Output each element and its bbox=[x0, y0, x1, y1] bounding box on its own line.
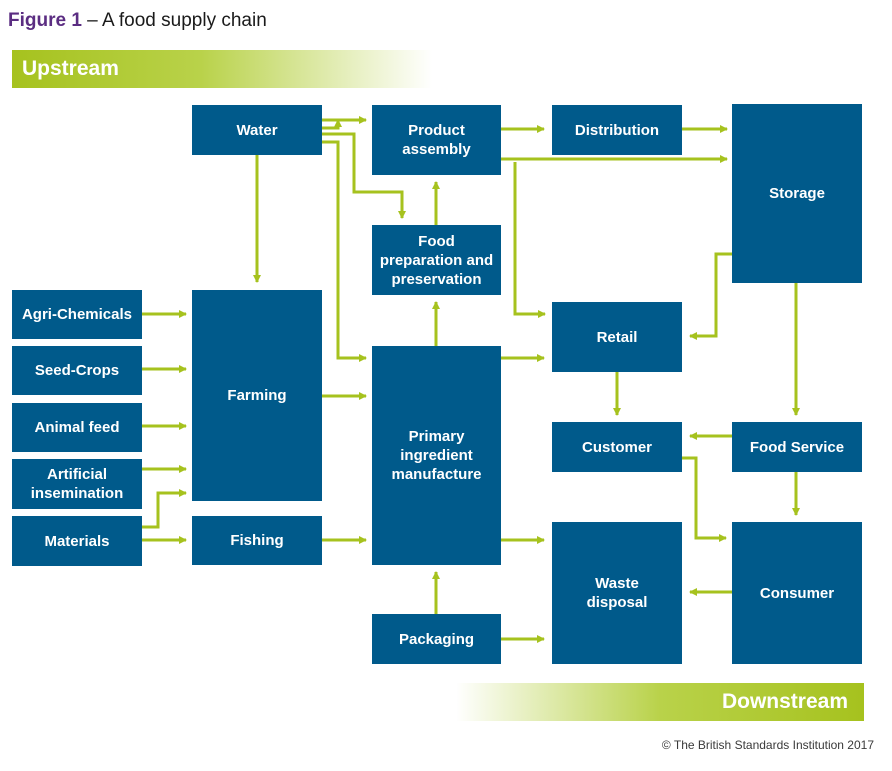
node-fishing-label: Fishing bbox=[230, 532, 284, 549]
node-water-label: Water bbox=[236, 121, 278, 139]
arrow-customer-to-consumer bbox=[682, 456, 727, 542]
arrow-water-to-assembly-2 bbox=[322, 119, 342, 130]
arrow-water-to-prep bbox=[322, 132, 406, 219]
node-distribution-label: Distribution bbox=[574, 121, 660, 139]
node-farming: Farming bbox=[192, 290, 322, 501]
node-product-assembly: Product assembly bbox=[372, 105, 501, 175]
node-retail-label: Retail bbox=[596, 328, 638, 346]
figure-caption: A food supply chain bbox=[101, 10, 267, 31]
figure-separator: – bbox=[81, 10, 102, 31]
node-farming-label: Farming bbox=[227, 387, 287, 404]
node-waste-disposal-label: Waste disposal bbox=[586, 575, 648, 611]
node-customer: Customer bbox=[552, 422, 682, 472]
node-agri-chemicals: Agri-Chemicals bbox=[12, 290, 142, 339]
node-seed-crops: Seed-Crops bbox=[12, 346, 142, 395]
node-retail: Retail bbox=[552, 302, 682, 372]
node-materials: Materials bbox=[12, 516, 142, 566]
node-materials-label: Materials bbox=[44, 532, 110, 550]
arrow-water-to-primary bbox=[322, 140, 367, 362]
downstream-band: Downstream bbox=[456, 683, 864, 721]
node-waste-disposal: Waste disposal bbox=[552, 522, 682, 664]
node-water: Water bbox=[192, 105, 322, 155]
arrow-storage-to-retail bbox=[689, 252, 732, 340]
node-consumer-label: Consumer bbox=[759, 584, 835, 602]
node-animal-feed: Animal feed bbox=[12, 403, 142, 452]
node-storage-label: Storage bbox=[769, 185, 825, 202]
node-seed-crops-label: Seed-Crops bbox=[34, 362, 120, 379]
copyright-notice: © The British Standards Institution 2017 bbox=[661, 738, 874, 752]
arrow-materials-to-farming bbox=[142, 489, 187, 529]
node-artificial-insemination: Artificial insemination bbox=[12, 459, 142, 509]
upstream-band: Upstream bbox=[12, 50, 432, 88]
node-primary-ingredient-label: Primary ingredient manufacture bbox=[391, 428, 482, 483]
node-food-preparation-label: Food preparation and preservation bbox=[379, 232, 494, 288]
node-product-assembly-label: Product assembly bbox=[402, 122, 471, 158]
node-distribution: Distribution bbox=[552, 105, 682, 155]
node-customer-label: Customer bbox=[581, 438, 652, 456]
node-agri-chemicals-label: Agri-Chemicals bbox=[21, 306, 133, 323]
node-artificial-insemination-label: Artificial insemination bbox=[30, 466, 124, 502]
node-packaging: Packaging bbox=[372, 614, 501, 664]
node-food-service-label: Food Service bbox=[749, 438, 845, 456]
node-consumer: Consumer bbox=[732, 522, 862, 664]
arrow-assembly-to-retail bbox=[513, 162, 546, 318]
figure-title: Figure 1 – A food supply chain bbox=[8, 10, 267, 32]
node-storage: Storage bbox=[732, 104, 862, 283]
node-animal-feed-label: Animal feed bbox=[34, 419, 120, 436]
figure-label: Figure 1 bbox=[8, 10, 82, 31]
node-fishing: Fishing bbox=[192, 516, 322, 565]
node-food-preparation: Food preparation and preservation bbox=[372, 225, 501, 295]
node-food-service: Food Service bbox=[732, 422, 862, 472]
node-packaging-label: Packaging bbox=[398, 630, 475, 648]
node-primary-ingredient: Primary ingredient manufacture bbox=[372, 346, 501, 565]
